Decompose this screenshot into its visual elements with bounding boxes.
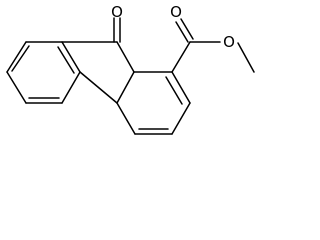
ketone-oxygen-label: O [111,3,123,21]
bond [171,102,191,135]
bond [6,41,27,73]
structure-diagram: O O O [6,3,255,135]
bond [57,46,75,74]
bond [165,76,183,105]
carbonyl-oxygen-label: O [170,3,182,21]
bond [61,71,81,104]
bond [180,18,194,40]
bond [116,71,135,104]
ketone-group [113,17,121,43]
bond [171,71,191,104]
bond [116,102,136,135]
ether-oxygen-label: O [223,33,235,51]
five-membered-ring [61,41,135,104]
bond [171,41,191,73]
bond [116,41,135,73]
bond [11,45,30,72]
right-benzene-ring [116,71,191,135]
bond [79,71,118,104]
left-benzene-ring [6,41,81,104]
ester-group [171,18,255,73]
bond [237,42,255,73]
bond [175,21,189,43]
bond [6,71,27,104]
bond [61,41,81,73]
